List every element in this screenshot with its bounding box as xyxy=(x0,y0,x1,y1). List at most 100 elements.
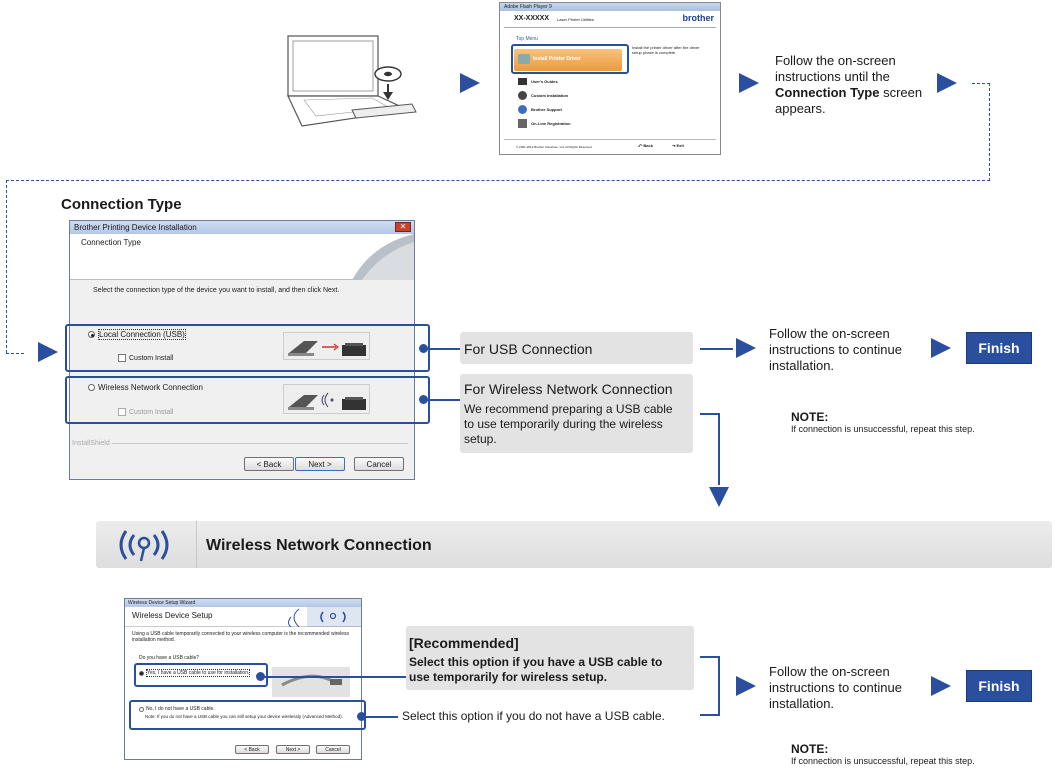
dialog-header: Connection Type xyxy=(81,238,141,247)
usb-label-box: For USB Connection xyxy=(460,332,693,364)
connector-top-h xyxy=(972,83,990,84)
note-2: NOTE: If connection is unsuccessful, rep… xyxy=(791,742,975,766)
connection-type-heading: Connection Type xyxy=(61,196,182,213)
installer-menu-title: Top Menu xyxy=(516,36,538,42)
dialog-prompt: Select the connection type of the device… xyxy=(93,287,340,294)
exit-icon: ⇥ xyxy=(672,143,676,148)
usb-no-highlight xyxy=(129,700,366,730)
connector-left-v xyxy=(6,180,7,353)
installer-copyright: © 2001-2014 Brother Industries, Ltd. All… xyxy=(516,145,593,149)
flow-arrow-1 xyxy=(460,73,480,93)
note-2-text: If connection is unsuccessful, repeat th… xyxy=(791,756,975,766)
yes-bullet xyxy=(256,672,265,681)
install-driver-button[interactable]: Install Printer Driver xyxy=(533,56,581,62)
usb-no-radio[interactable]: No, I do not have a USB cable. xyxy=(139,706,215,712)
installer-subtitle: Laser Printer Utilities xyxy=(557,17,594,22)
installer-title: Adobe Flash Player 9 xyxy=(500,3,720,11)
cd-icon xyxy=(518,54,530,64)
finish-button-usb: Finish xyxy=(966,332,1032,364)
dialog-title: Brother Printing Device Installation xyxy=(70,221,414,234)
wireless-description: We recommend preparing a USB cable to us… xyxy=(464,402,673,446)
install-driver-highlight xyxy=(511,44,629,74)
laptop-cd-illustration xyxy=(282,30,420,130)
wireless-dialog-question: Do you have a USB cable? xyxy=(139,655,200,661)
usb-cable-image xyxy=(272,667,350,697)
wireless-next-button[interactable]: Next > xyxy=(276,745,310,754)
usb-to-arrow-line xyxy=(700,348,733,350)
wifi-signal-icon xyxy=(119,530,169,562)
registration-icon xyxy=(518,118,527,128)
flow-arrow-3 xyxy=(937,73,957,93)
back-arrow-icon: ⤺ xyxy=(638,143,643,148)
bracket-bottom xyxy=(700,714,720,716)
installer-back-button[interactable]: ⤺ Back xyxy=(638,143,653,148)
bracket-v xyxy=(718,656,720,716)
finish-arrow-1 xyxy=(931,338,951,358)
wireless-dialog-header: Wireless Device Setup xyxy=(132,611,213,620)
wireless-banner-icon xyxy=(96,521,191,568)
usb-custom-install-checkbox[interactable]: Custom Install xyxy=(118,354,173,362)
connection-type-dialog: Brother Printing Device Installation ✕ C… xyxy=(69,220,415,480)
top-instruction: Follow the on-screen instructions until … xyxy=(775,53,923,116)
gear-icon xyxy=(518,90,527,100)
recommended-title: [Recommended] xyxy=(409,635,519,651)
menu-item-custom-installation[interactable]: Custom Installation xyxy=(518,88,571,102)
installer-window: Adobe Flash Player 9 XX-XXXXX Laser Prin… xyxy=(499,2,721,155)
dialog-cancel-button[interactable]: Cancel xyxy=(354,457,404,471)
dialog-back-button[interactable]: < Back xyxy=(244,457,294,471)
finish-button-wireless: Finish xyxy=(966,670,1032,702)
usb-no-note: Note: If you do not have a USB cable you… xyxy=(145,714,343,719)
connector-right-v xyxy=(989,83,990,181)
usb-arrow xyxy=(736,338,756,358)
wireless-banner-title: Wireless Network Connection xyxy=(206,537,432,554)
recommended-text: Select this option if you have a USB cab… xyxy=(409,655,663,684)
wireless-setup-dialog: Wireless Device Setup Wizard Wireless De… xyxy=(124,598,362,760)
menu-item-brother-support[interactable]: Brother Support xyxy=(518,102,571,116)
connector-mid-h xyxy=(6,180,990,181)
wireless-dialog-intro: Using a USB cable temporarily connected … xyxy=(132,631,350,643)
no-cable-text: Select this option if you do not have a … xyxy=(402,709,665,723)
menu-item-online-registration[interactable]: On-Line Registration xyxy=(518,116,571,130)
wireless-bracket-v xyxy=(718,413,720,485)
wireless-radio[interactable]: Wireless Network Connection xyxy=(88,383,203,392)
wireless-dialog-title: Wireless Device Setup Wizard xyxy=(125,599,361,607)
close-icon[interactable]: ✕ xyxy=(395,222,411,232)
no-connector-line xyxy=(362,716,398,718)
no-bullet xyxy=(357,712,366,721)
note-1: NOTE: If connection is unsuccessful, rep… xyxy=(791,410,975,434)
usb-radio[interactable]: Local Connection (USB) xyxy=(88,329,186,340)
menu-item-users-guides[interactable]: User's Guides xyxy=(518,74,571,88)
laptop-usb-printer-icon xyxy=(288,341,366,356)
wireless-banner: Wireless Network Connection xyxy=(96,521,1052,568)
usb-cable-icon xyxy=(281,674,342,687)
usb-follow-instructions: Follow the on-screen instructions to con… xyxy=(769,326,902,373)
note-2-title: NOTE: xyxy=(791,742,829,756)
wireless-option-highlight xyxy=(65,376,430,424)
usb-yes-highlight xyxy=(134,663,268,687)
wireless-cancel-button[interactable]: Cancel xyxy=(316,745,350,754)
support-icon xyxy=(518,104,527,114)
wireless-connection-image xyxy=(283,384,370,414)
connector-bottom-h xyxy=(6,353,24,354)
flow-arrow-4 xyxy=(38,342,58,362)
wireless-down-arrow xyxy=(709,487,729,507)
installer-model: XX-XXXXX xyxy=(514,15,550,22)
usb-yes-radio[interactable]: Yes, I have a USB cable to use for insta… xyxy=(139,669,251,677)
dialog-next-button[interactable]: Next > xyxy=(295,457,345,471)
wireless-bracket-h xyxy=(700,413,720,415)
usb-connection-image xyxy=(283,332,370,360)
wireless-header-icon xyxy=(288,607,361,627)
laptop-icon xyxy=(287,35,417,127)
wireless-back-button[interactable]: < Back xyxy=(235,745,269,754)
yes-connector-line xyxy=(261,676,407,678)
wireless-finish-arrow-1 xyxy=(736,676,756,696)
usb-option-highlight xyxy=(65,324,430,372)
book-icon xyxy=(518,77,527,85)
note-1-text: If connection is unsuccessful, repeat th… xyxy=(791,424,975,434)
recommended-box: [Recommended] Select this option if you … xyxy=(406,626,694,690)
installshield-label: InstallShield xyxy=(72,440,110,447)
installer-exit-button[interactable]: ⇥ Exit xyxy=(672,143,684,148)
wireless-finish-arrow-2 xyxy=(931,676,951,696)
wireless-custom-install-checkbox[interactable]: Custom Install xyxy=(118,408,173,416)
wireless-label: For Wireless Network Connection xyxy=(464,381,673,397)
